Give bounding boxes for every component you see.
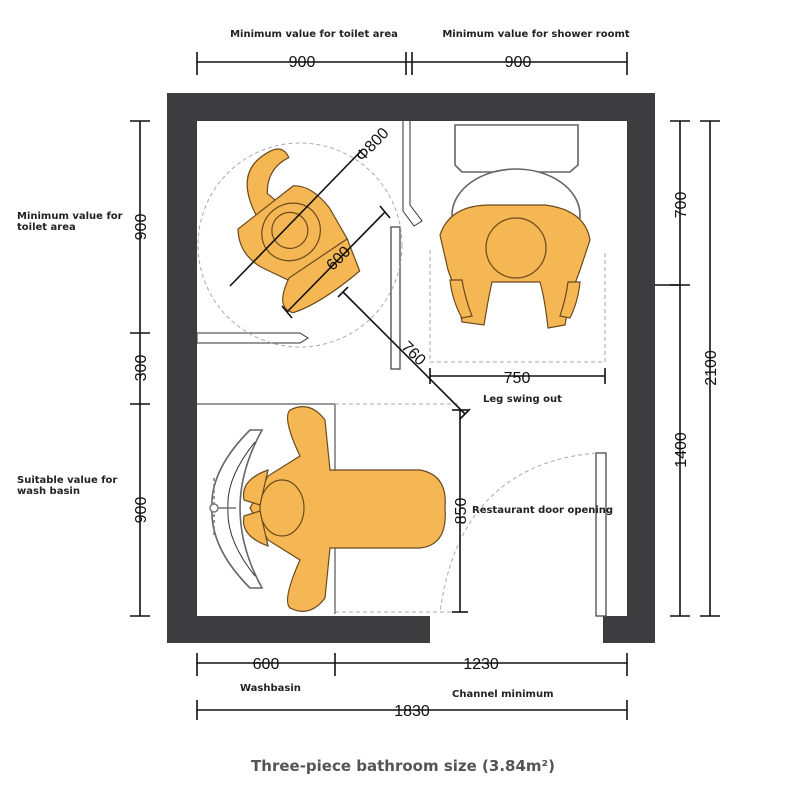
shower-glass-panel (390, 226, 401, 370)
label-wash-basin-2: wash basin (17, 486, 80, 497)
person-wash-basin (242, 406, 446, 612)
toilet-partition (196, 332, 309, 344)
dim-bottom-basin: 600 (253, 656, 280, 673)
corner-partition (402, 121, 423, 227)
shower-area-outline (429, 250, 606, 363)
dim-right-total: 2100 (703, 350, 720, 386)
door-swing-arc (439, 452, 597, 613)
label-door-opening: Restaurant door opening (472, 505, 613, 516)
dim-right-upper: 700 (673, 192, 690, 219)
dim-circle: Φ800 (353, 125, 393, 165)
dim-shower-width: 750 (504, 370, 531, 387)
annotation-labels: Minimum value for toilet area Minimum va… (17, 29, 630, 700)
dimension-lines (130, 52, 720, 720)
dim-diag-760: 760 (398, 338, 429, 369)
label-washbasin: Washbasin (240, 683, 301, 694)
dim-top-toilet: 900 (289, 54, 316, 71)
label-toilet-area-top: Minimum value for toilet area (230, 29, 398, 40)
shower-fixture-tank (454, 124, 579, 173)
label-wash-basin-1: Suitable value for (17, 475, 117, 486)
dim-basin-depth: 850 (453, 498, 470, 525)
dim-bottom-total: 1830 (394, 703, 430, 720)
person-shower (439, 204, 591, 329)
label-toilet-area-left-2: toilet area (17, 222, 76, 233)
tap-icon (209, 478, 236, 538)
label-channel-minimum: Channel minimum (452, 689, 554, 700)
dim-right-lower: 1400 (673, 432, 690, 468)
door-leaf (595, 452, 607, 617)
dim-left-gap: 300 (133, 355, 150, 382)
wash-basin (211, 429, 264, 589)
dim-left-basin: 900 (133, 497, 150, 524)
label-toilet-area-left-1: Minimum value for (17, 211, 123, 222)
dim-bottom-channel: 1230 (463, 656, 499, 673)
caption: Three-piece bathroom size (3.84m²) (251, 757, 555, 775)
label-shower-room-top: Minimum value for shower roomt (442, 29, 630, 40)
dim-left-toilet: 900 (133, 214, 150, 241)
label-leg-swing: Leg swing out (483, 394, 562, 405)
toilet-swing-circle (197, 142, 403, 348)
dim-top-shower: 900 (505, 54, 532, 71)
